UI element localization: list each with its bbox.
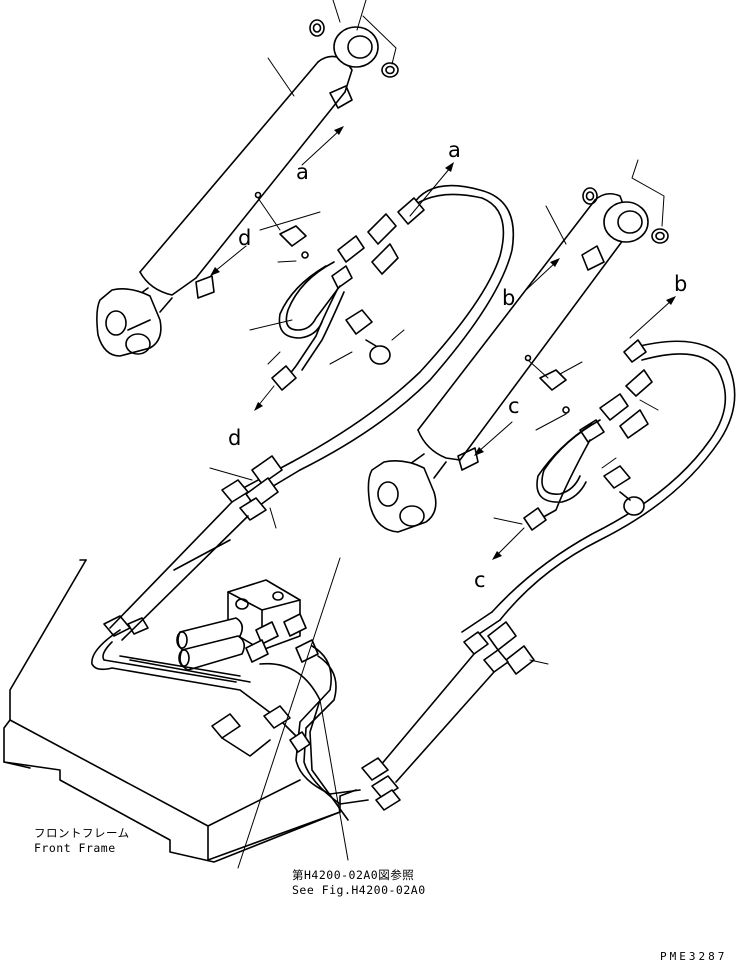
right-hose-assembly (361, 339, 736, 799)
left-hose-assembly (109, 184, 515, 641)
callout-c-mid: c (508, 394, 520, 418)
callout-c-low: c (474, 568, 486, 592)
reference-note-en: See Fig.H4200-02A0 (292, 883, 426, 897)
drawing-code: PME3287 (660, 950, 728, 963)
front-frame-label: フロントフレーム Front Frame (34, 826, 130, 856)
callout-d-mid: d (238, 226, 252, 250)
arrow-c-low (492, 527, 525, 560)
reference-note-jp: 第H4200-02A0図参照 (292, 868, 415, 882)
callout-a-mid: a (296, 160, 309, 184)
front-frame-outline (3, 539, 357, 863)
arrow-a-mid (301, 126, 344, 166)
arrow-d-mid (210, 245, 247, 276)
callout-b-right: b (674, 272, 688, 296)
arrow-b-right (629, 296, 676, 339)
front-frame-label-en: Front Frame (34, 841, 116, 855)
arrow-d-low (254, 385, 275, 411)
arrow-a-top (409, 162, 454, 217)
callout-a-top: a (448, 138, 461, 162)
arrow-c-mid (474, 421, 513, 456)
right-hydraulic-cylinder (367, 159, 669, 533)
callout-d-low: d (228, 426, 242, 450)
control-valve-block (91, 557, 401, 869)
callout-b-mid: b (502, 286, 516, 310)
left-hydraulic-cylinder (96, 0, 399, 357)
reference-note: 第H4200-02A0図参照 See Fig.H4200-02A0 (292, 868, 426, 898)
arrow-b-mid (525, 258, 560, 291)
front-frame-label-jp: フロントフレーム (34, 826, 130, 840)
